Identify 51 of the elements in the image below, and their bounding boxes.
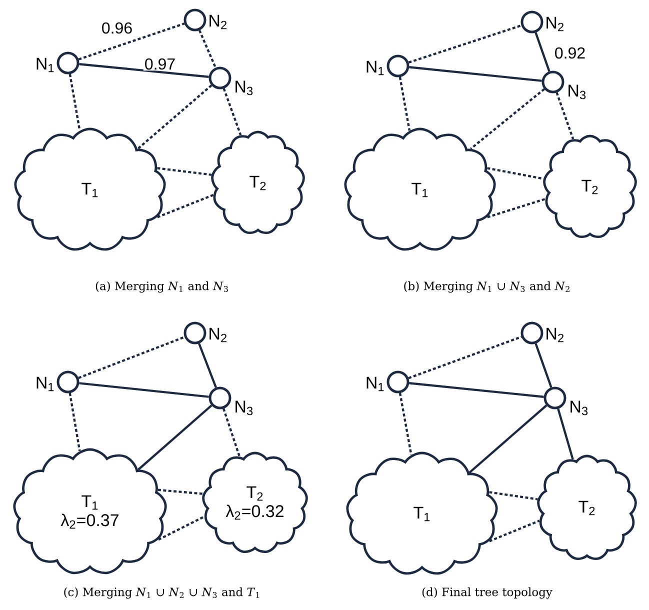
connector-line <box>557 408 574 460</box>
connector-line <box>488 520 540 542</box>
connector-line <box>468 404 548 474</box>
connector-line <box>156 194 214 218</box>
connector-line <box>489 491 538 500</box>
connector-line <box>222 88 242 136</box>
connector-line <box>487 198 546 218</box>
node-label: N$_{2}$ <box>546 328 564 342</box>
connector-line <box>198 30 217 68</box>
edge-label: 0.96 <box>100 21 134 35</box>
subfigure-caption: (d) Final tree topology <box>422 587 552 599</box>
connector-line <box>78 22 185 60</box>
edge-label: 0.92 <box>553 46 587 60</box>
connector-line <box>158 516 205 541</box>
node-label: N$_{1}$ <box>36 58 54 72</box>
connector-line <box>409 382 544 398</box>
node-label: N$_{3}$ <box>568 84 586 100</box>
connector-line <box>79 382 209 398</box>
connector-line <box>157 167 212 176</box>
connector-line <box>68 74 81 131</box>
connector-line <box>409 66 542 82</box>
node-label: N$_{2}$ <box>210 14 226 30</box>
edge-label: 0.97 <box>143 57 177 71</box>
connector-line <box>398 76 411 131</box>
node-label: N$_{3}$ <box>236 400 253 416</box>
subfigure-caption: (b) Merging N$_{1}$ ∪ N$_{3}$ and N$_{2}$ <box>404 281 570 293</box>
node-label: N$_{1}$ <box>366 60 384 76</box>
connector-line <box>556 92 574 140</box>
connector-line <box>78 336 185 379</box>
node-label: N$_{1}$ <box>366 376 384 392</box>
connector-line <box>534 343 552 388</box>
connector-line <box>68 392 81 452</box>
node-label: N$_{3}$ <box>236 80 253 96</box>
connector-line <box>408 24 522 64</box>
connector-line <box>137 84 212 150</box>
node-label: N$_{2}$ <box>546 16 564 32</box>
connector-line <box>158 488 204 495</box>
node-label: N$_{1}$ <box>36 376 54 392</box>
connector-line <box>198 343 217 388</box>
connector-line <box>408 336 522 380</box>
connector-line <box>79 63 209 78</box>
connector-line <box>398 392 412 455</box>
connector-line <box>470 88 545 150</box>
connector-line <box>487 167 544 180</box>
connector-line <box>138 404 212 470</box>
subfigure-caption: (c) Merging N$_{1}$ ∪ N$_{2}$ ∪ N$_{3}$ and T$_{1}$ <box>64 587 260 599</box>
node-label: N$_{2}$ <box>210 328 226 342</box>
subfigure-caption: (a) Merging N$_{1}$ and N$_{3}$ <box>96 281 228 293</box>
connector-line <box>534 32 550 72</box>
connector-line <box>222 408 240 457</box>
node-label: N$_{3}$ <box>570 400 588 416</box>
